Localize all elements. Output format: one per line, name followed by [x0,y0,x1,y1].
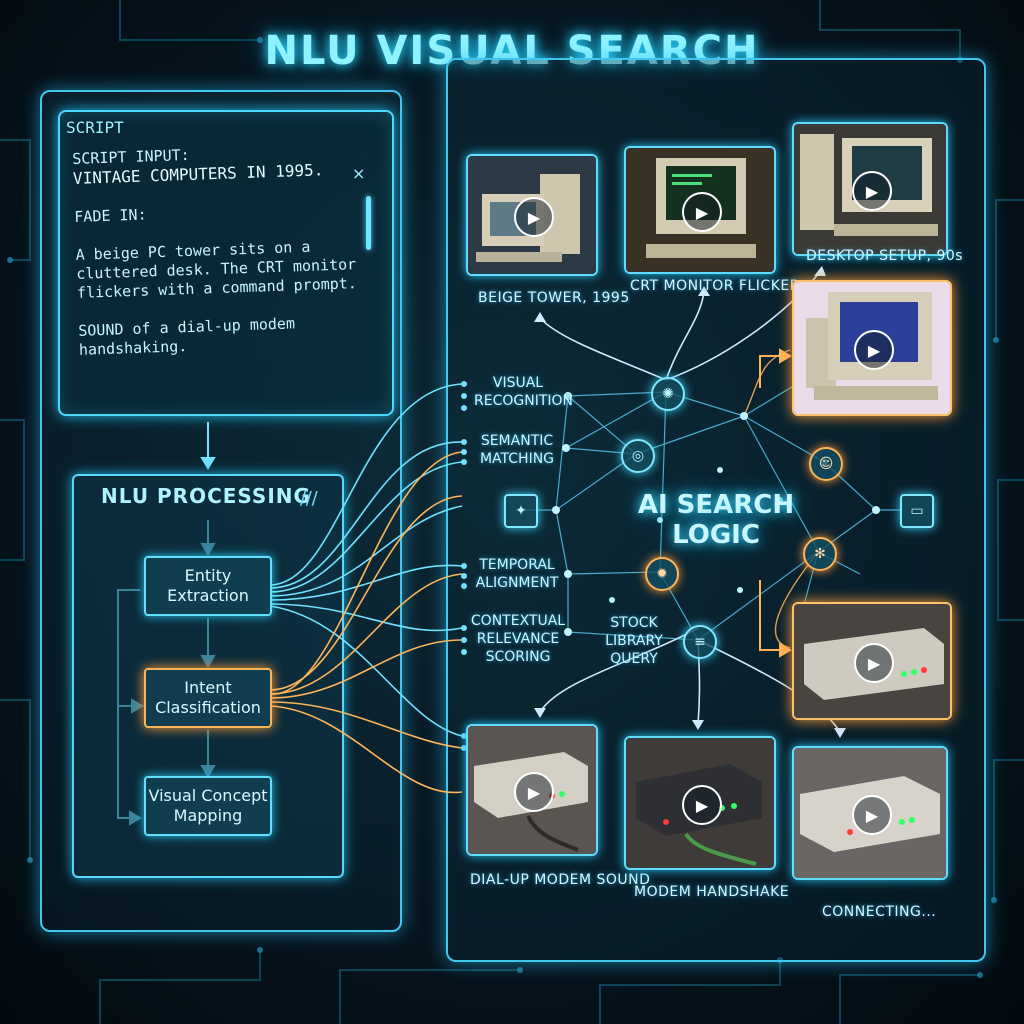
result-thumb-dialup-modem[interactable]: ▶ [466,724,598,856]
play-icon[interactable]: ▶ [852,795,892,835]
database-icon: ≡ [683,625,717,659]
result-thumb-modem-handshake[interactable]: ▶ [624,736,776,870]
brain-icon: ✺ [651,377,685,411]
node-intent-classification[interactable]: Intent Classification [144,668,272,728]
play-icon[interactable]: ▶ [854,330,894,370]
result-thumb-beige-tower[interactable]: ▶ [466,154,598,276]
result-thumb-crt-monitor[interactable]: ▶ [624,146,776,274]
play-icon[interactable]: ▶ [682,192,722,232]
close-icon[interactable]: × [352,164,366,183]
caption-desktop-setup: DESKTOP SETUP, 90s [806,248,964,264]
crt-monitor-image [626,148,774,272]
monitor-icon: ▭ [900,494,934,528]
script-panel[interactable] [58,110,394,416]
label-temporal-alignment: TEMPORAL ALIGNMENT [475,557,559,591]
play-icon[interactable]: ▶ [514,197,554,237]
caption-connecting: CONNECTING... [822,904,937,920]
label-visual-recognition: VISUAL RECOGNITION [474,375,573,409]
caption-dialup-modem: DIAL-UP MODEM SOUND [470,872,651,888]
gear-icon: ✹ [645,557,679,591]
ai-search-logic-label: AI SEARCH LOGIC [637,490,795,550]
result-thumb-highlight-crt[interactable]: ▶ [792,280,952,416]
label-stock-library-query: STOCK LIBRARY QUERY [605,615,663,667]
stripes-decoration: / / / [300,488,318,509]
caption-beige-tower: BEIGE TOWER, 1995 [478,290,630,306]
lightbulb-icon: ✦ [504,494,538,528]
nlu-processing-title: NLU PROCESSING [101,484,311,508]
caption-crt-monitor: CRT MONITOR FLICKER [630,278,800,294]
result-thumb-connecting[interactable]: ▶ [792,746,948,880]
target-icon: ◎ [621,439,655,473]
play-icon[interactable]: ▶ [854,643,894,683]
caption-modem-handshake: MODEM HANDSHAKE [634,884,790,900]
script-tab[interactable]: SCRIPT [66,118,124,137]
label-semantic-matching: SEMANTIC MATCHING [479,433,555,467]
page-title: NLU VISUAL SEARCH [264,28,760,74]
crt-purple-image [794,282,950,414]
label-contextual-relevance-scoring: CONTEXTUAL RELEVANCE SCORING [470,613,566,665]
script-scrollbar[interactable] [366,196,371,250]
play-icon[interactable]: ▶ [514,772,554,812]
node-visual-concept-mapping[interactable]: Visual Concept Mapping [144,776,272,836]
node-entity-extraction[interactable]: Entity Extraction [144,556,272,616]
network-icon: ✻ [803,537,837,571]
play-icon[interactable]: ▶ [682,785,722,825]
play-icon[interactable]: ▶ [852,171,892,211]
face-icon: ☺ [809,447,843,481]
result-thumb-desktop-setup[interactable]: ▶ [792,122,948,256]
result-thumb-highlight-modem[interactable]: ▶ [792,602,952,720]
